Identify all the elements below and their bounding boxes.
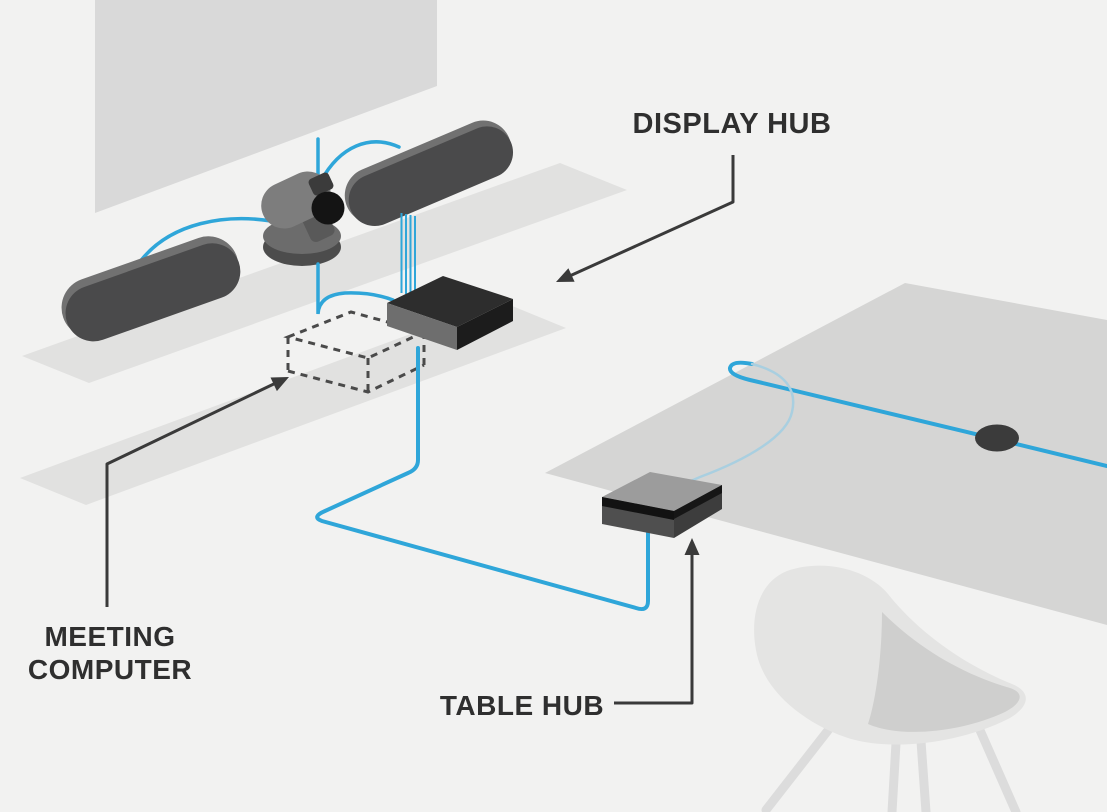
meeting-computer-label: MEETING COMPUTER (27, 621, 193, 685)
cable-grommet (975, 424, 1019, 452)
table-hub-arrowhead (684, 538, 700, 555)
callout-arrowheads (270, 268, 700, 555)
chair (754, 565, 1026, 812)
camera-lens (311, 191, 345, 225)
chair-seat-shadow (868, 612, 1020, 732)
display-hub-leader (562, 155, 735, 281)
speaker-hub-cables (400, 213, 416, 296)
wall-shelf-lower (20, 301, 566, 505)
ptz-camera (261, 171, 345, 266)
meeting-computer-leader (105, 379, 281, 607)
display-hub-label: DISPLAY HUB (632, 108, 832, 140)
table-hub-device (602, 472, 722, 538)
wall-shelf-upper (22, 163, 627, 383)
table-hub-label: TABLE HUB (439, 690, 605, 721)
conference-table (545, 283, 1107, 625)
cable-right-speaker (319, 140, 401, 183)
tv-screen (95, 0, 437, 213)
callout-lines (105, 155, 735, 705)
cable-hub-to-table-hub (315, 346, 650, 612)
display-hub-device (387, 276, 513, 350)
right-speaker (344, 120, 514, 227)
camera-tab (308, 172, 334, 196)
table-hub-leader (614, 551, 694, 705)
left-speaker (61, 236, 241, 342)
display-hub-arrowhead (556, 268, 575, 282)
meeting-computer-arrowhead (270, 377, 289, 392)
cable-camera-to-hub (316, 262, 395, 315)
